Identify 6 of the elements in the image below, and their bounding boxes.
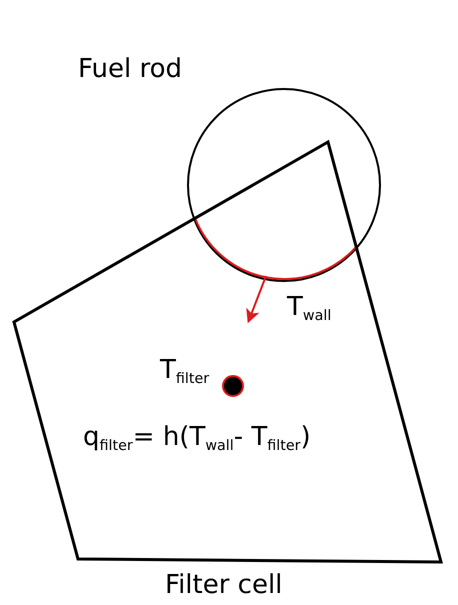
node-label: Filter cell [165,572,282,598]
arrow [246,276,267,324]
symbol-label: T$_{wall}$ [287,294,332,324]
equation: q$_{filter}$= h(T$_{wall}$- T$_{filter}$) [83,424,311,454]
node-label: Fuel rod [78,56,182,82]
symbol-label: T$_{filter}$ [160,357,210,386]
